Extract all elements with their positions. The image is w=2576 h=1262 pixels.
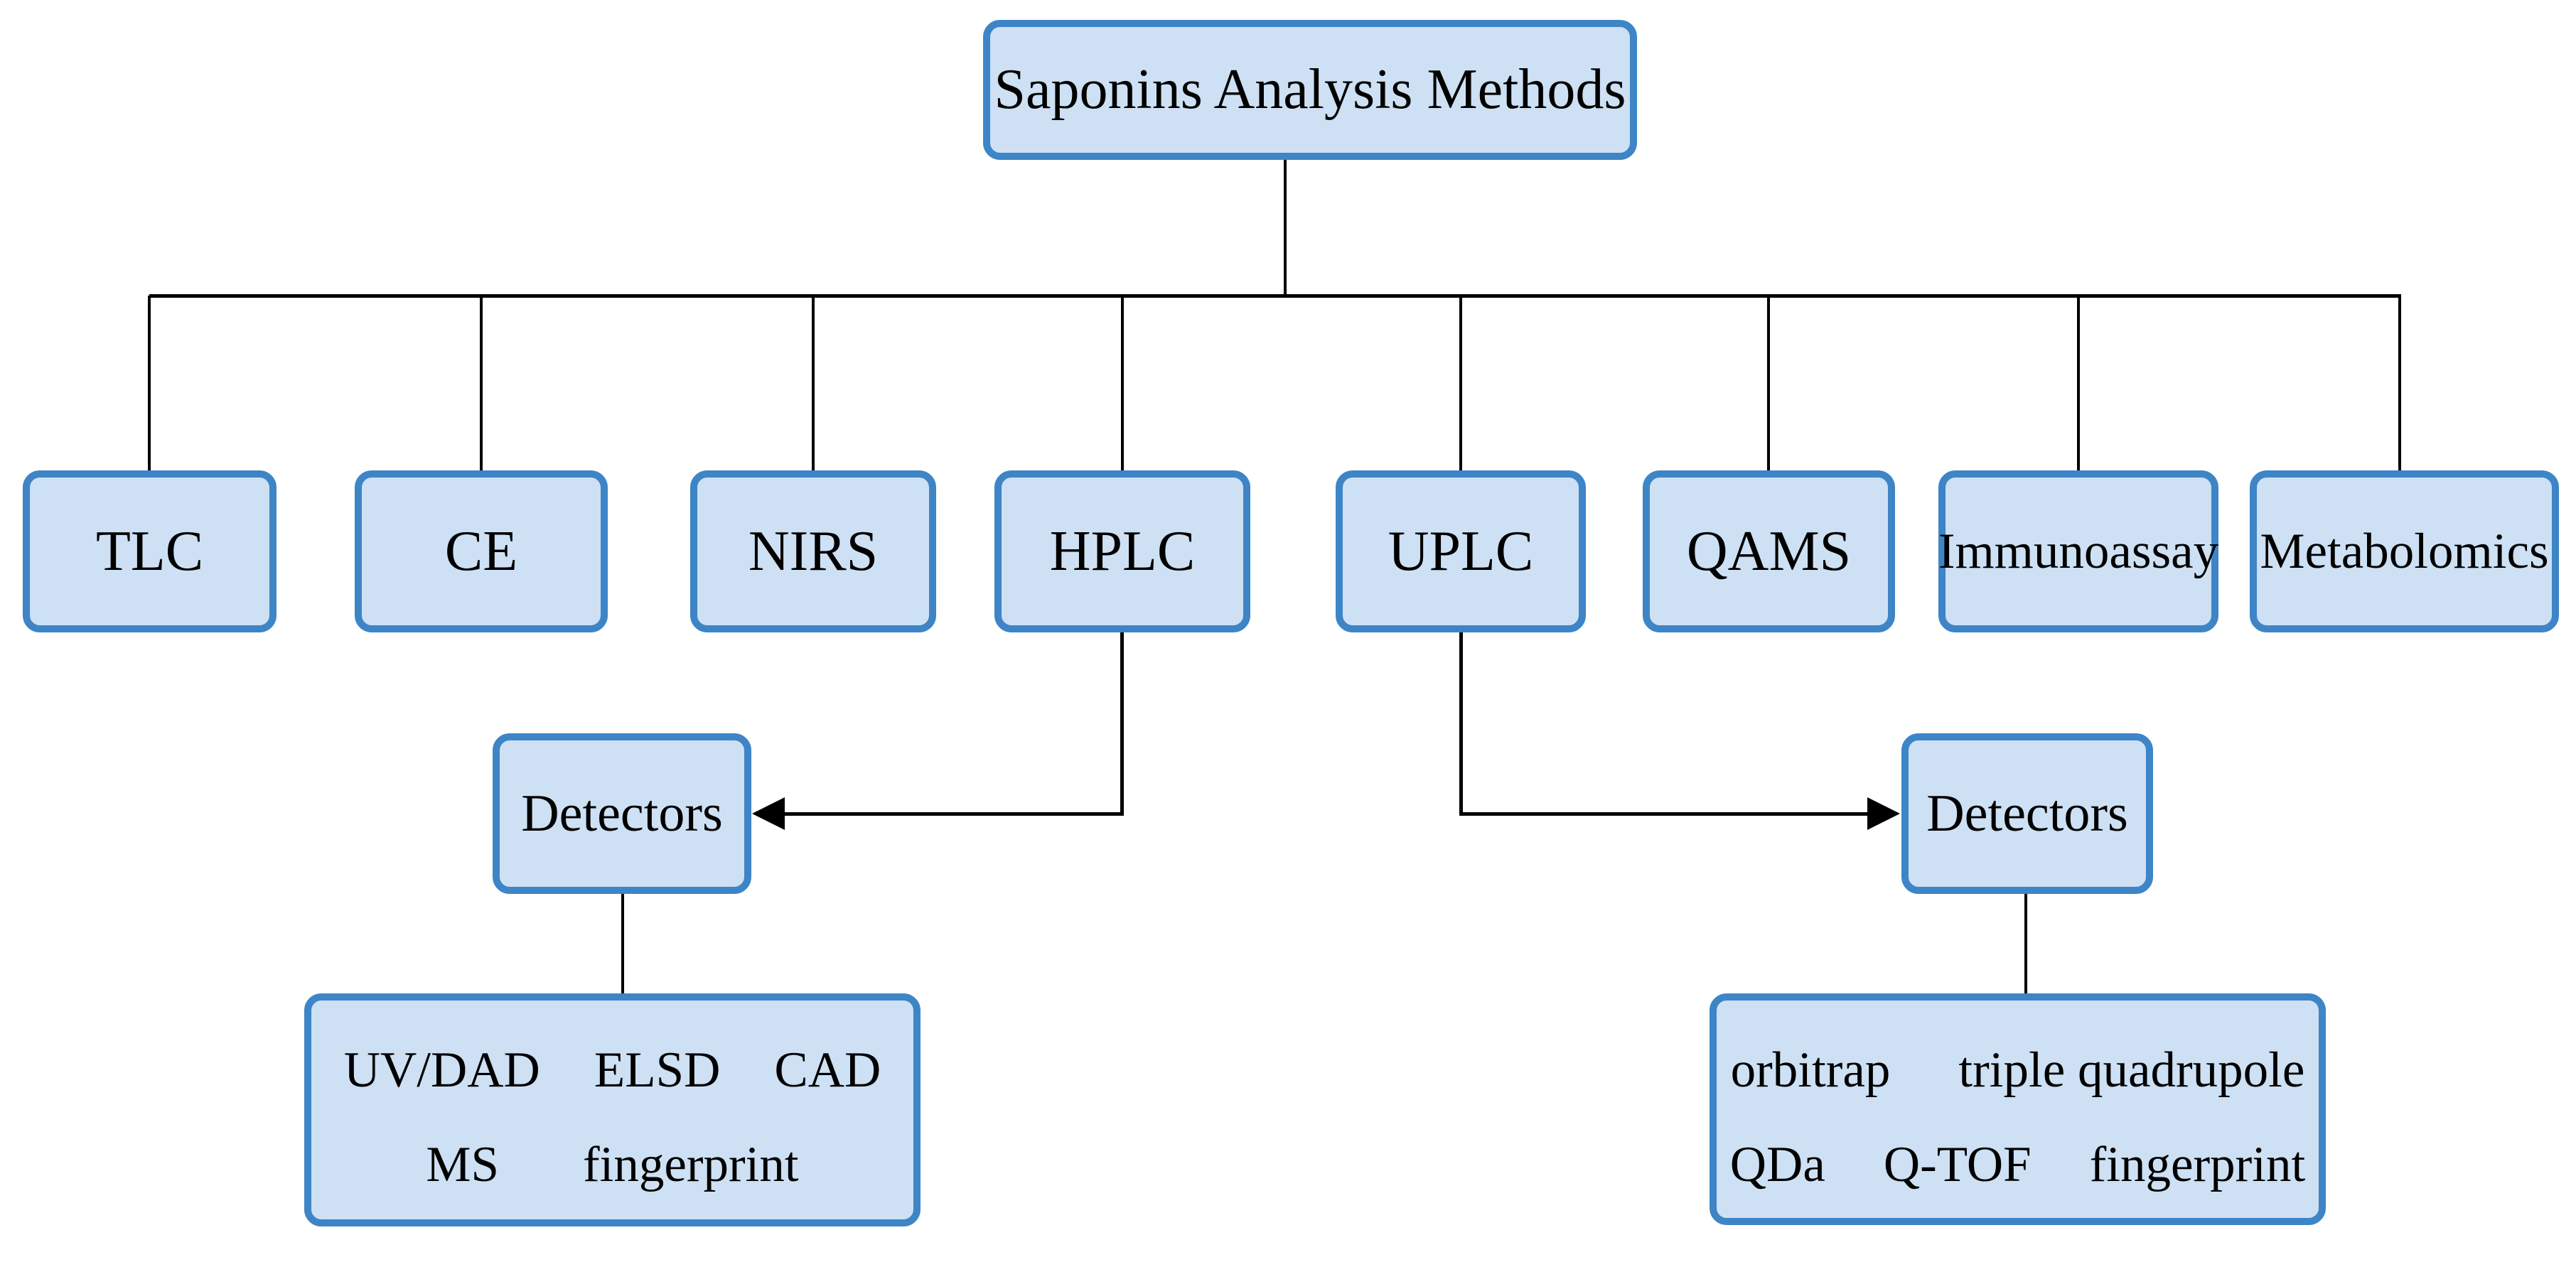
connector-stub-metabolomics <box>2398 296 2401 472</box>
detector-list-line: QDa Q-TOF fingerprint <box>1730 1136 2305 1194</box>
detector-item: ELSD <box>594 1042 721 1098</box>
method-label: TLC <box>95 519 204 583</box>
detector-item: CAD <box>774 1042 881 1098</box>
node-detectors-right: Detectors <box>1901 733 2153 894</box>
node-detector-list-right: orbitrap triple quadrupole QDa Q-TOF fin… <box>1710 993 2326 1225</box>
node-method-tlc: TLC <box>23 470 277 632</box>
detector-list-line: UV/DAD ELSD CAD <box>344 1042 881 1099</box>
arrowhead-right-icon <box>1867 797 1900 830</box>
method-label: QAMS <box>1686 519 1852 583</box>
method-label: Metabolomics <box>2260 523 2549 579</box>
connector-detectors-left-stub <box>621 892 624 993</box>
node-detector-list-left: UV/DAD ELSD CAD MS fingerprint <box>304 993 921 1226</box>
node-method-ce: CE <box>355 470 608 632</box>
detector-item: triple quadrupole <box>1958 1042 2305 1098</box>
detector-item: QDa <box>1729 1137 1825 1192</box>
connector-stub-nirs <box>812 296 815 472</box>
arrowhead-left-icon <box>752 797 785 830</box>
detector-list-line: orbitrap triple quadrupole <box>1731 1042 2305 1099</box>
connector-detectors-right-stub <box>2024 892 2027 993</box>
connector-hplc-horizontal <box>780 812 1124 816</box>
detectors-label: Detectors <box>521 784 723 843</box>
detector-item: fingerprint <box>2089 1137 2306 1192</box>
connector-stub-ce <box>480 296 483 472</box>
detector-item: orbitrap <box>1730 1042 1891 1098</box>
node-method-hplc: HPLC <box>994 470 1250 632</box>
method-label: HPLC <box>1049 519 1196 583</box>
connector-stub-hplc <box>1121 296 1124 472</box>
detectors-label: Detectors <box>1926 784 2128 843</box>
node-title: Saponins Analysis Methods <box>983 20 1637 160</box>
node-method-uplc: UPLC <box>1336 470 1586 632</box>
detector-item: fingerprint <box>583 1137 799 1192</box>
node-method-immunoassay: Immunoassay <box>1938 470 2218 632</box>
connector-stub-tlc <box>148 296 151 472</box>
method-label: Immunoassay <box>1938 523 2219 579</box>
detector-item: UV/DAD <box>343 1042 540 1098</box>
detector-item: MS <box>426 1137 499 1192</box>
detector-item: Q-TOF <box>1883 1137 2032 1192</box>
connector-hplc-vertical <box>1120 631 1124 816</box>
node-method-metabolomics: Metabolomics <box>2250 470 2559 632</box>
connector-uplc-vertical <box>1459 631 1463 816</box>
connector-stub-immunoassay <box>2077 296 2080 472</box>
method-label: NIRS <box>748 519 879 583</box>
connector-stub-uplc <box>1459 296 1462 472</box>
method-label: UPLC <box>1388 519 1534 583</box>
connector-uplc-horizontal <box>1461 812 1870 816</box>
node-detectors-left: Detectors <box>493 733 751 894</box>
connector-tree-horizontal <box>149 294 2401 298</box>
method-label: CE <box>444 519 518 583</box>
node-method-qams: QAMS <box>1643 470 1895 632</box>
connector-title-stub <box>1284 158 1287 296</box>
detector-list-line: MS fingerprint <box>426 1136 798 1194</box>
node-method-nirs: NIRS <box>690 470 936 632</box>
title-label: Saponins Analysis Methods <box>994 58 1626 121</box>
connector-stub-qams <box>1767 296 1770 472</box>
